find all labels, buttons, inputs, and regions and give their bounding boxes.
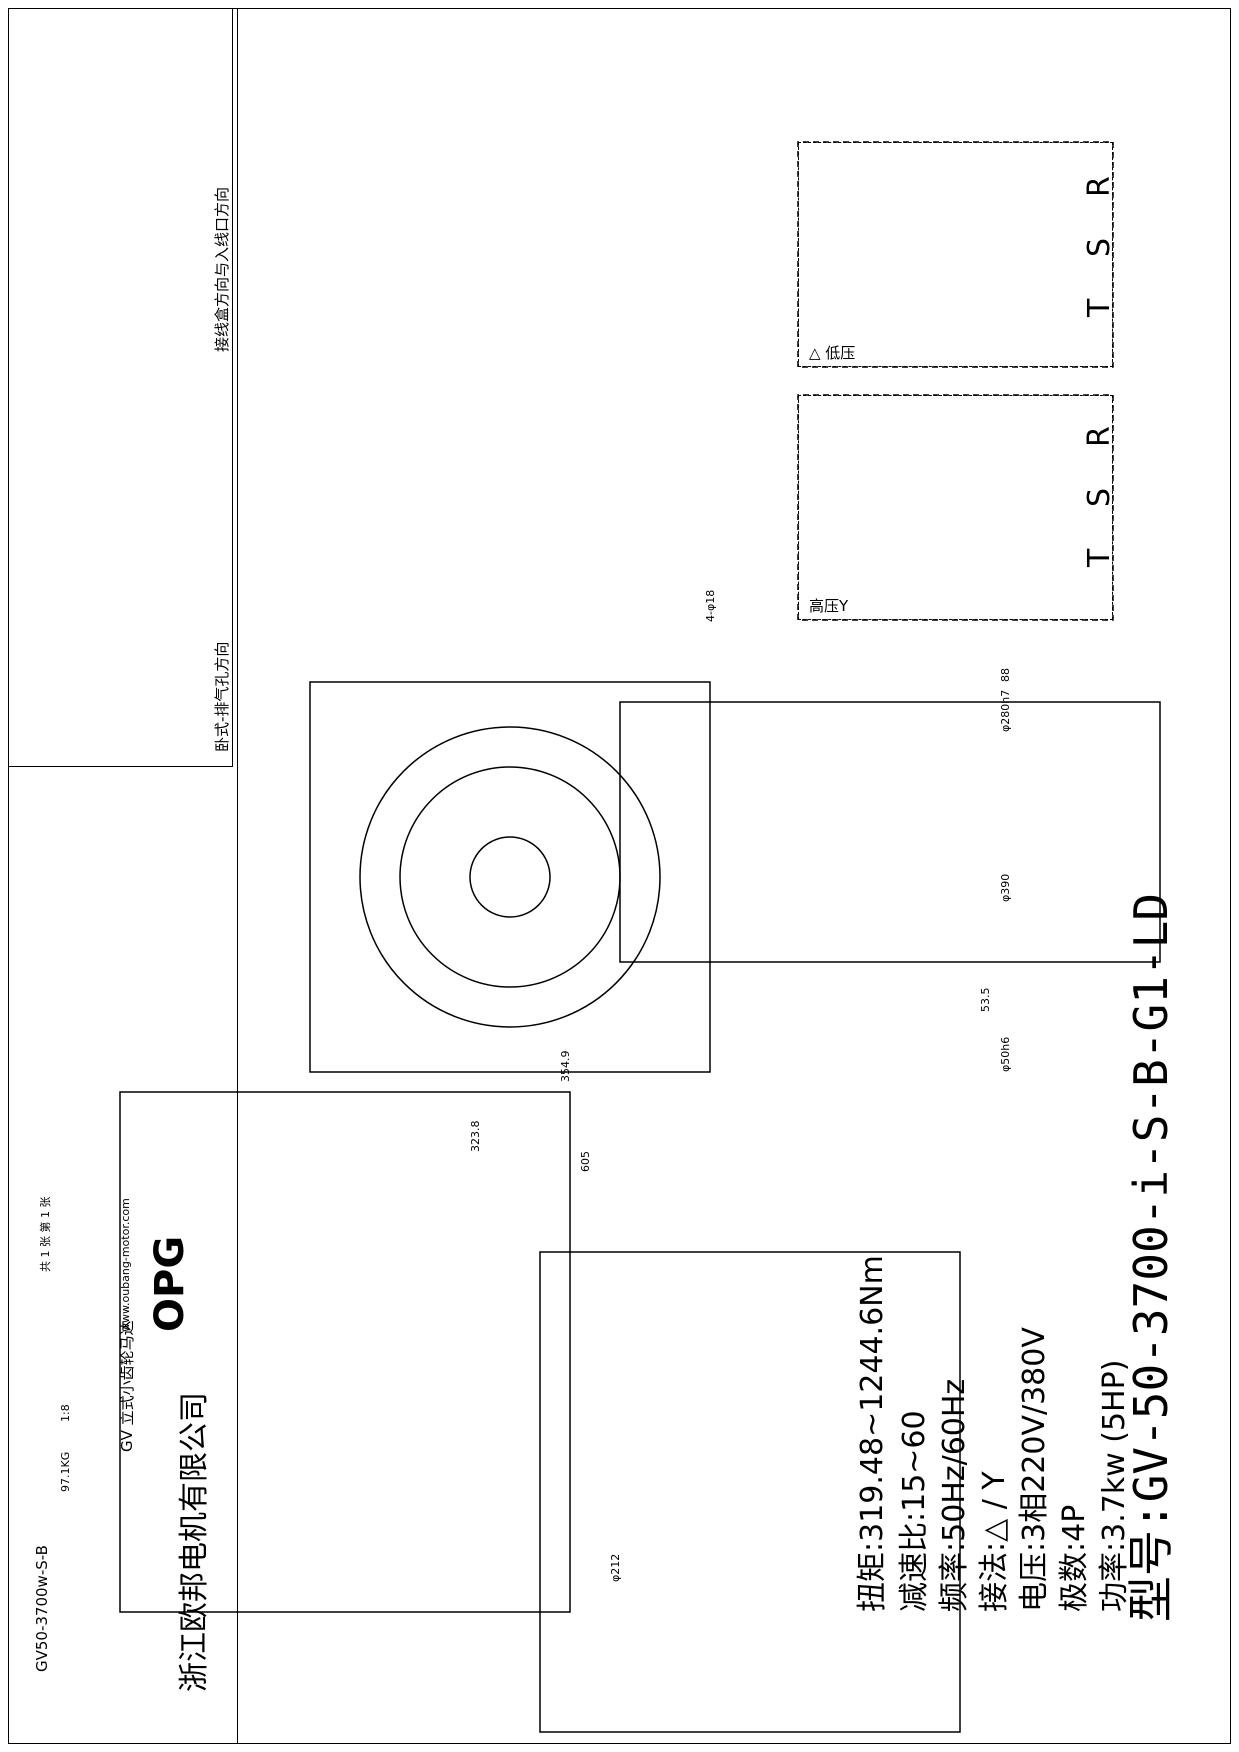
drawing-sheet: 型号:GV-50-3700-i-S-B-G1-LD 功率:3.7kw (5HP)… <box>8 8 1231 1744</box>
line-work <box>119 141 1161 1733</box>
landscape-frame: 型号:GV-50-3700-i-S-B-G1-LD 功率:3.7kw (5HP)… <box>8 8 1231 1744</box>
